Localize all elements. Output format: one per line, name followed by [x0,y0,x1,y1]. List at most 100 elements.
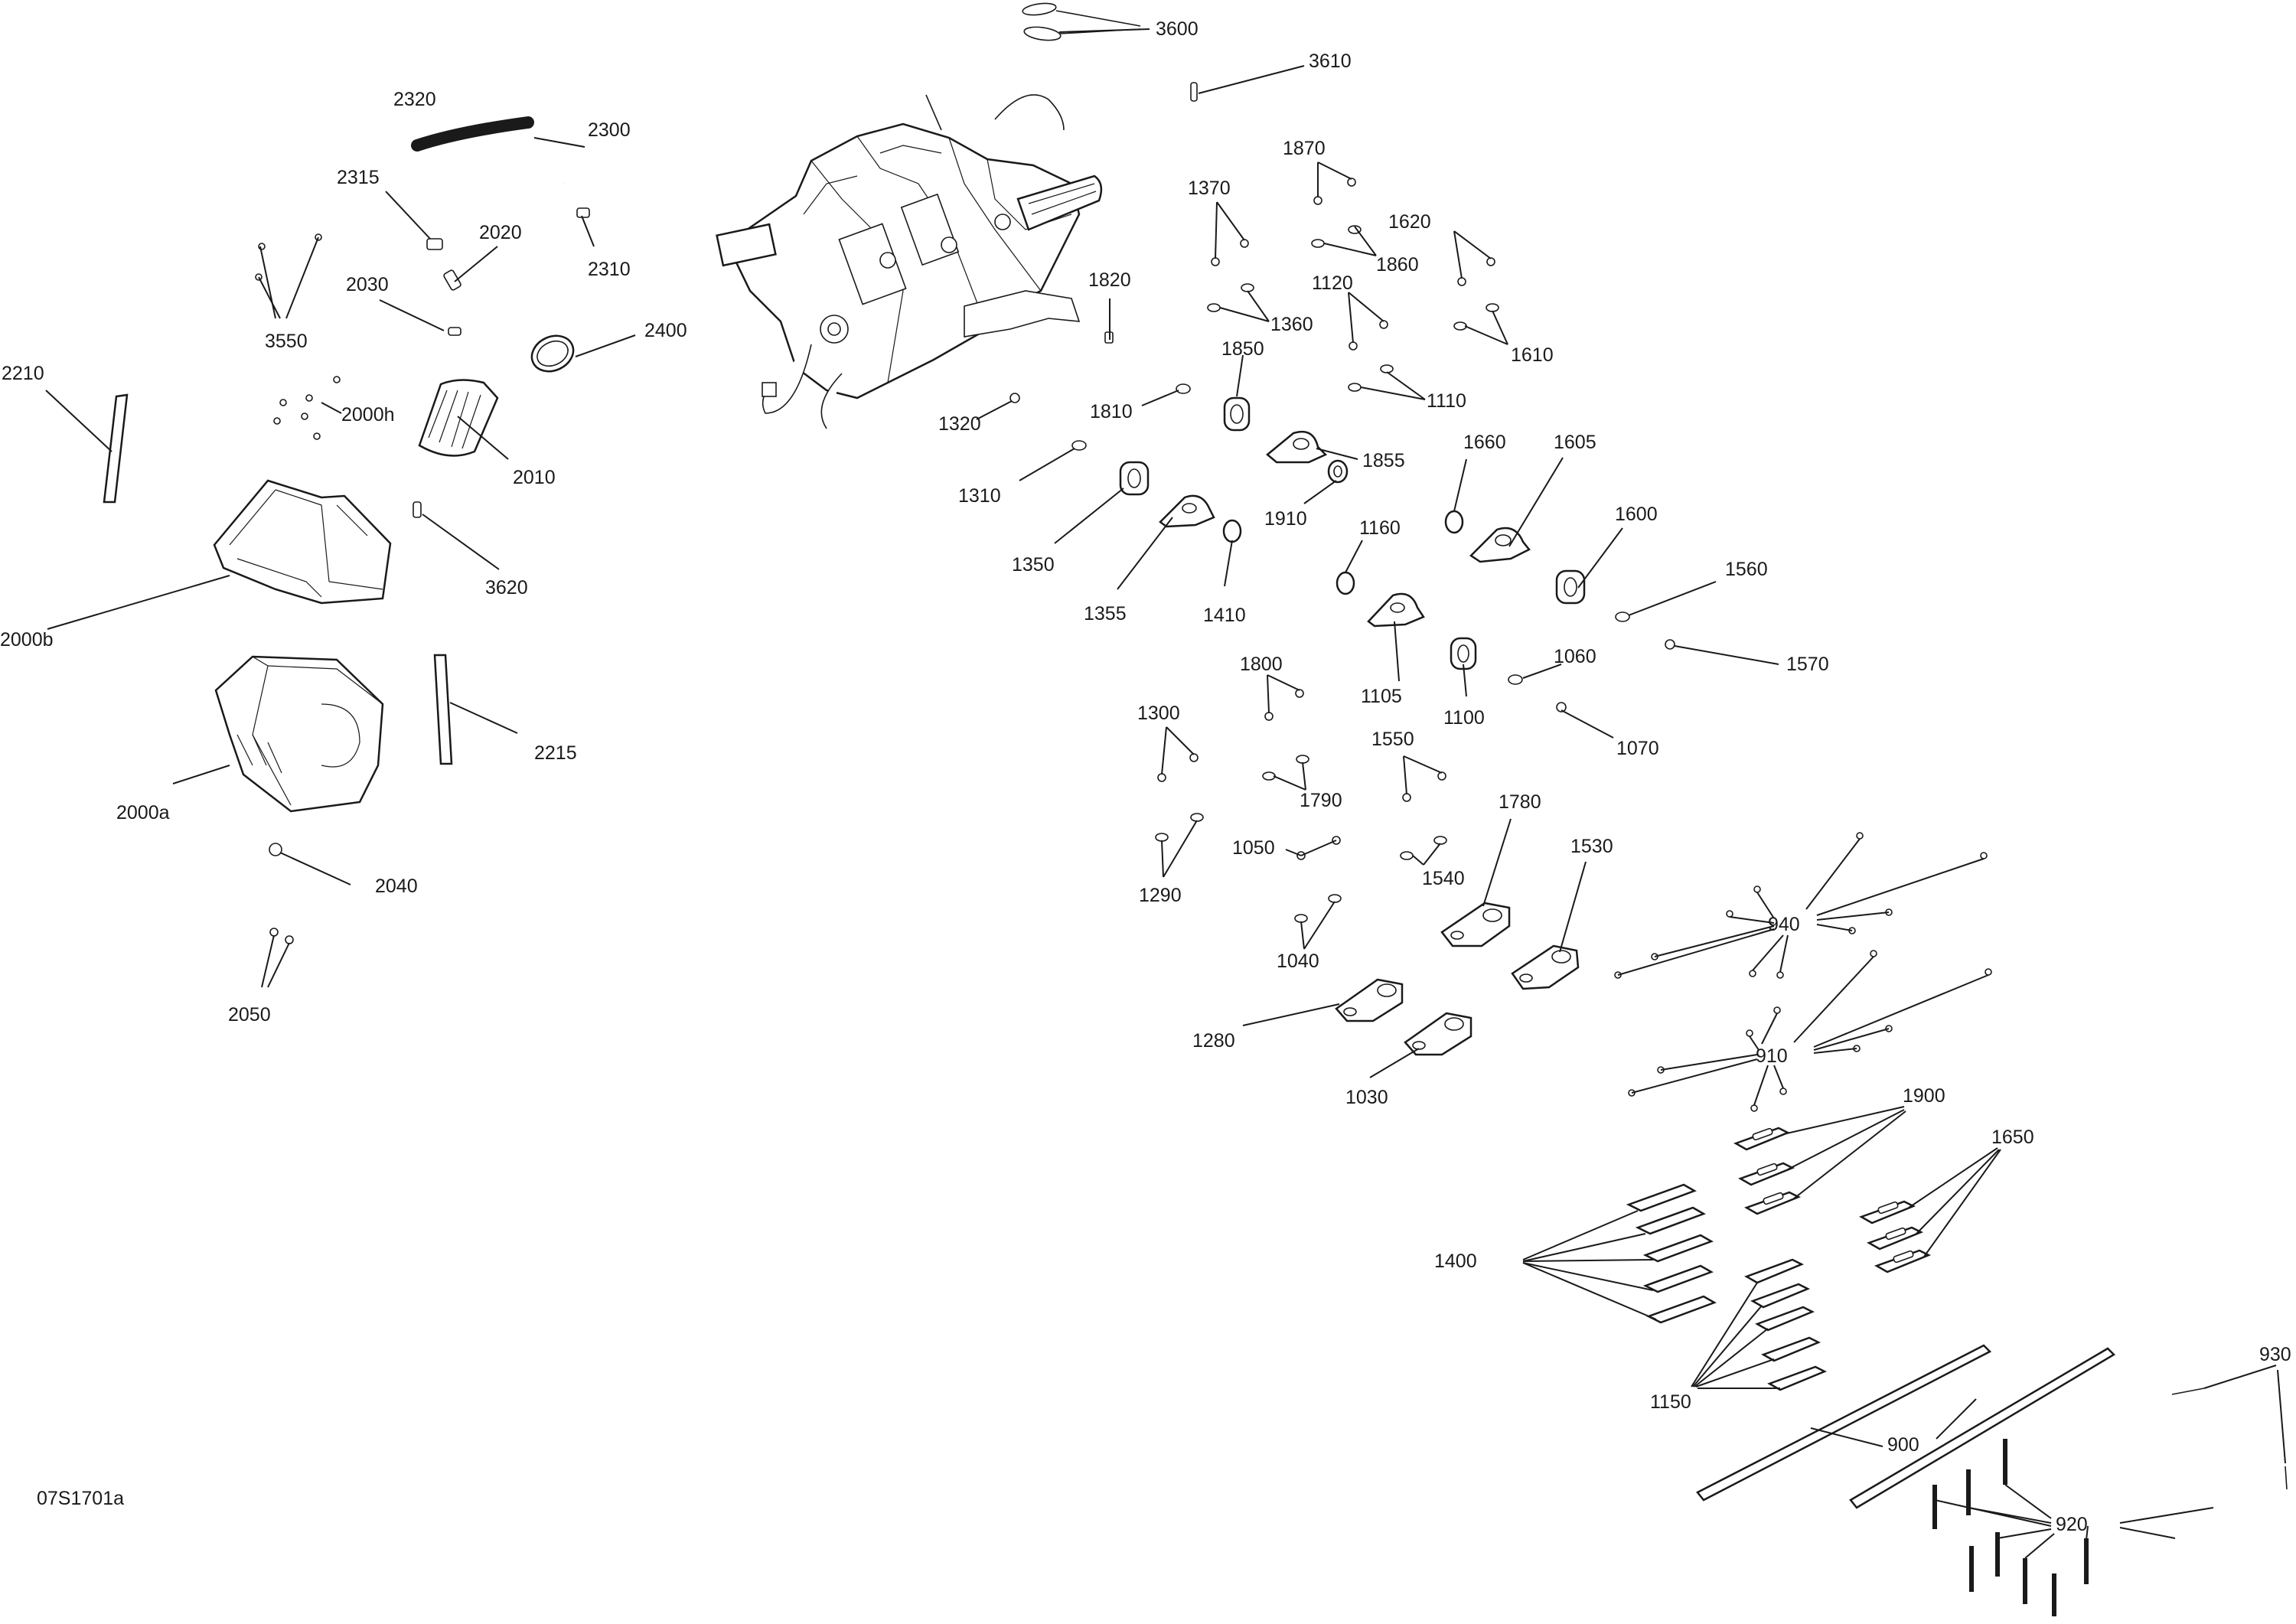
part-1120-fasteners [1349,320,1388,351]
callout-1105: 1105 [1361,686,1402,707]
part-1540-washers [1400,836,1447,860]
engine-assembly [716,94,1103,429]
part-1030-bracket [1404,1012,1473,1056]
part-1370-fasteners [1211,239,1249,266]
part-1850-mount [1223,396,1251,432]
callout-1290: 1290 [1139,885,1182,906]
part-2315-clamp [426,238,443,250]
part-3600-wire-loop [1022,2,1141,41]
part-1600-mount [1555,569,1586,605]
callout-930: 930 [2259,1344,2291,1365]
part-1530-bracket [1511,944,1580,990]
callout-1370: 1370 [1188,178,1231,199]
callout-1550: 1550 [1371,729,1414,750]
callout-2000a: 2000a [116,802,170,823]
callout-1860: 1860 [1376,254,1419,276]
callout-3550: 3550 [265,331,308,352]
callout-2050: 2050 [228,1004,271,1026]
callout-1150: 1150 [1650,1391,1691,1413]
callout-2000h: 2000h [341,404,395,426]
part-1400-shims [1626,1183,1717,1324]
callout-1660: 1660 [1463,432,1506,453]
callout-1360: 1360 [1270,314,1313,335]
diagram-code: 07S1701a [37,1488,124,1509]
part-1360-washers [1207,283,1254,312]
callout-2215: 2215 [534,742,577,764]
callout-1540: 1540 [1422,868,1465,889]
callout-1570: 1570 [1786,654,1829,675]
part-1570-fastener [1665,639,1675,650]
callout-1910: 1910 [1264,508,1307,530]
callout-1040: 1040 [1277,951,1319,972]
callout-1810: 1810 [1090,401,1133,422]
callout-2000b: 2000b [0,629,54,651]
part-1605-clamp [1469,527,1531,563]
callout-1855: 1855 [1362,450,1405,471]
part-2020-fitting [443,269,461,291]
part-1110-washers [1348,364,1394,392]
callout-1110: 1110 [1427,390,1466,412]
callout-2210: 2210 [2,363,44,384]
callout-1530: 1530 [1570,836,1613,857]
callout-3620: 3620 [485,577,528,598]
callout-1900: 1900 [1903,1085,1945,1107]
callout-2300: 2300 [588,119,631,141]
part-2300-breather-hose [416,166,567,200]
part-1900-shims [1733,1127,1802,1215]
part-1790-washers [1262,755,1309,781]
part-1855-clamp [1266,430,1328,464]
callout-1070: 1070 [1616,738,1659,759]
callout-2040: 2040 [375,876,418,897]
callout-2400: 2400 [644,320,687,341]
part-1070-fastener [1556,702,1567,713]
callout-1560: 1560 [1725,559,1768,580]
part-1870-fasteners [1313,178,1356,205]
callout-1400: 1400 [1434,1251,1477,1272]
part-2310-clip [576,207,590,218]
part-1105-clamp [1367,592,1425,628]
part-2210-strap [103,393,129,504]
part-900-rails [1696,1344,2116,1509]
callout-940: 940 [1768,914,1800,935]
part-1060-washer [1508,674,1523,685]
part-2215-strap [433,654,453,765]
callout-1790: 1790 [1300,790,1342,811]
part-1910-mount [1327,459,1349,484]
callout-1120: 1120 [1312,272,1353,294]
callout-1030: 1030 [1345,1087,1388,1108]
part-1355-clamp [1159,494,1215,528]
callout-2010: 2010 [513,467,556,488]
callout-2020: 2020 [479,222,522,243]
callout-1410: 1410 [1203,605,1246,626]
part-1410-mount [1222,519,1242,543]
part-2320-hose [411,116,534,152]
part-2040-plug [269,843,282,856]
part-1560-washer [1615,611,1630,622]
part-1290-washers [1155,813,1204,842]
callout-1280: 1280 [1192,1030,1235,1052]
callout-1355: 1355 [1084,603,1127,624]
part-930-bolts [2171,1388,2288,1490]
part-1810-washer [1176,383,1191,394]
part-1660-mount [1444,510,1464,534]
callout-3610: 3610 [1309,51,1352,72]
part-3620-clip [413,501,422,518]
callout-1160: 1160 [1359,517,1401,539]
callout-2320: 2320 [393,89,436,110]
callout-920: 920 [2056,1514,2088,1535]
callout-2030: 2030 [346,274,389,295]
callout-1650: 1650 [1991,1127,2034,1148]
part-1160-mount [1336,571,1355,595]
part-2000a-airbox [214,655,384,813]
callout-3600: 3600 [1156,18,1199,40]
callout-labels: 3600 3610 2320 2300 2315 2020 2310 2030 … [0,18,2291,1535]
part-1320-fastener [1009,393,1020,403]
part-1650-shims [1859,1200,1932,1273]
callout-1320: 1320 [938,413,981,435]
part-2000h-screws [273,376,341,440]
part-940-fasteners [1614,832,1988,979]
part-1150-shims [1744,1258,1828,1391]
part-1310-washer [1071,440,1087,451]
callout-1870: 1870 [1283,138,1326,159]
